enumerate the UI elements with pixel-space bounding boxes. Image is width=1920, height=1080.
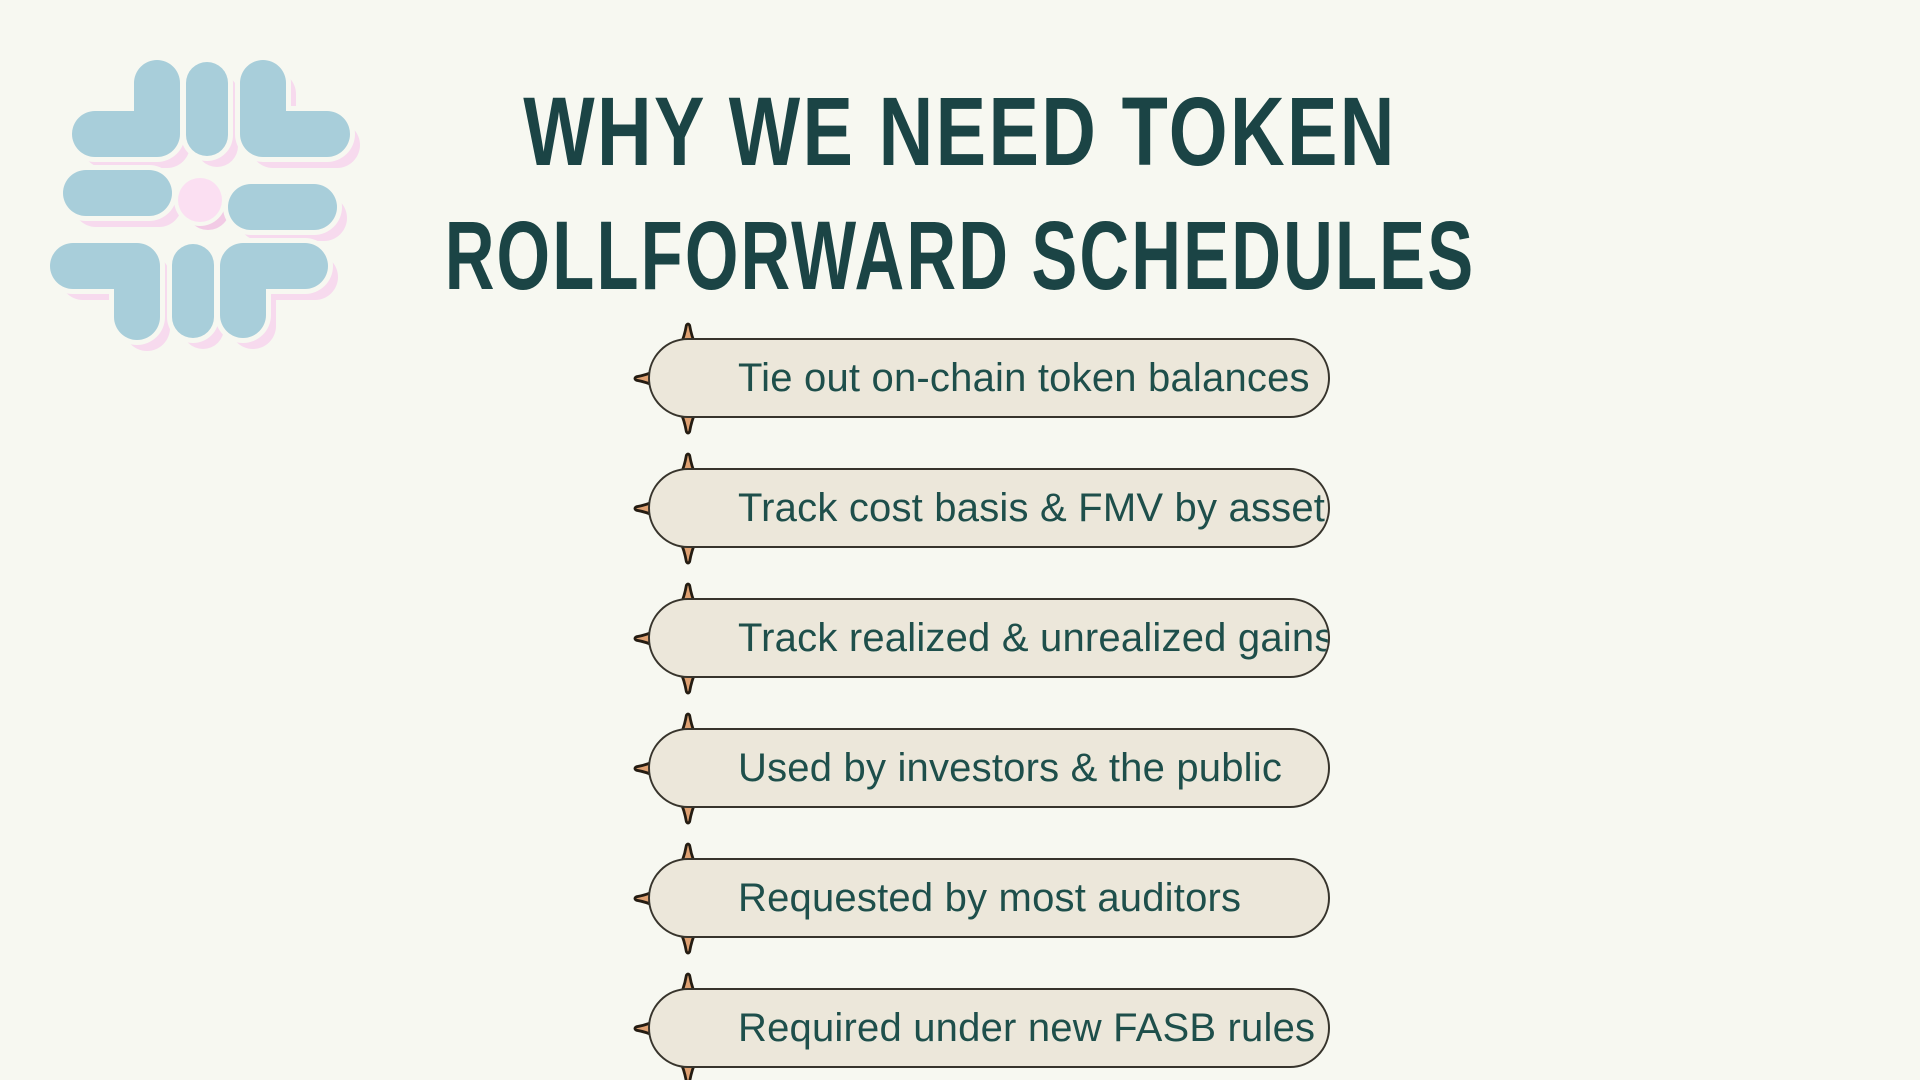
- reason-pill: Track realized & unrealized gains: [648, 598, 1330, 678]
- list-item: Tie out on-chain token balances: [633, 322, 1345, 435]
- page-title: WHY WE NEED TOKEN ROLLFORWARD SCHEDULES: [0, 70, 1920, 318]
- page-title-line-2: ROLLFORWARD SCHEDULES: [444, 201, 1476, 310]
- page-title-line-1: WHY WE NEED TOKEN: [523, 77, 1397, 186]
- pinwheel-logo-icon: [45, 55, 360, 351]
- reason-pill: Requested by most auditors: [648, 858, 1330, 938]
- reason-label: Requested by most auditors: [738, 875, 1242, 920]
- reason-label: Required under new FASB rules: [738, 1005, 1316, 1050]
- list-item: Track cost basis & FMV by asset: [633, 452, 1345, 565]
- reason-pill: Required under new FASB rules: [648, 988, 1330, 1068]
- reason-label: Used by investors & the public: [738, 745, 1283, 790]
- list-item: Used by investors & the public: [633, 712, 1345, 825]
- reason-pill: Used by investors & the public: [648, 728, 1330, 808]
- list-item: Required under new FASB rules: [633, 972, 1345, 1080]
- list-item: Requested by most auditors: [633, 842, 1345, 955]
- reason-label: Track cost basis & FMV by asset: [738, 485, 1326, 530]
- reason-label: Tie out on-chain token balances: [738, 355, 1310, 400]
- reason-label: Track realized & unrealized gains: [738, 615, 1330, 660]
- list-item: Track realized & unrealized gains: [633, 582, 1345, 695]
- reason-pill: Tie out on-chain token balances: [648, 338, 1330, 418]
- reason-pill: Track cost basis & FMV by asset: [648, 468, 1330, 548]
